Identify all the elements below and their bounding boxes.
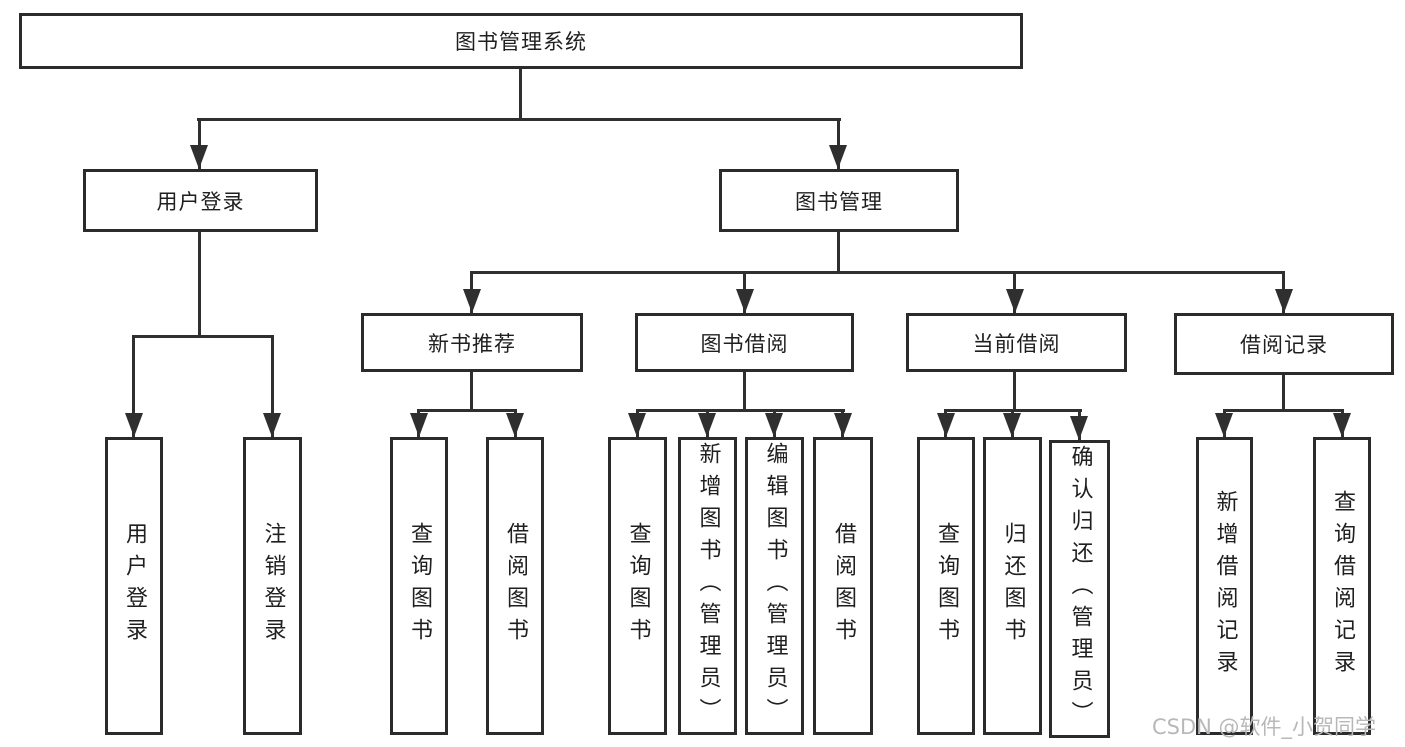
node-borrow-records-label: 借阅记录 (1240, 333, 1328, 357)
node-current-borrow-label: 当前借阅 (972, 331, 1061, 356)
connector-line (837, 232, 840, 273)
connector-line (198, 118, 201, 169)
arrow-down-icon (937, 413, 955, 437)
arrow-down-icon (1275, 289, 1293, 313)
leaf-return-book: 归还图书 (983, 437, 1042, 735)
connector-line (837, 118, 840, 169)
connector-line (132, 335, 135, 437)
leaf-query-books-recommend: 查询图书 (390, 437, 448, 735)
leaf-query-books-recommend-label: 查询图书 (407, 522, 432, 650)
arrow-down-icon (410, 413, 428, 437)
leaf-user-login: 用户登录 (105, 437, 163, 735)
node-root: 图书管理系统 (19, 13, 1023, 69)
arrow-down-icon (1003, 413, 1021, 437)
leaf-confirm-return-admin-label: 确认归还（管理员） (1067, 445, 1093, 733)
leaf-edit-book-admin: 编辑图书（管理员） (745, 437, 804, 735)
arrow-down-icon (698, 413, 716, 437)
arrow-down-icon (463, 289, 481, 313)
arrow-down-icon (1070, 416, 1088, 440)
leaf-query-borrow-record-label: 查询借阅记录 (1330, 490, 1355, 682)
connector-line (417, 409, 517, 412)
connector-line (132, 335, 274, 338)
leaf-borrow-books-recommend: 借阅图书 (486, 437, 544, 735)
node-root-label: 图书管理系统 (455, 30, 587, 54)
leaf-query-books-borrow: 查询图书 (608, 437, 667, 735)
connector-line (470, 271, 1285, 274)
connector-line (636, 409, 845, 412)
arrow-down-icon (834, 413, 852, 437)
connector-line (1282, 375, 1285, 411)
connector-line (743, 372, 746, 411)
leaf-edit-book-admin-label: 编辑图书（管理员） (762, 442, 788, 730)
leaf-query-books-current-label: 查询图书 (934, 522, 959, 650)
leaf-add-book-admin: 新增图书（管理员） (678, 437, 737, 735)
node-new-book-recommend: 新书推荐 (361, 313, 583, 372)
node-user-login-label: 用户登录 (156, 189, 245, 214)
arrow-down-icon (125, 413, 143, 437)
leaf-query-books-current: 查询图书 (917, 437, 975, 735)
arrow-down-icon (190, 145, 208, 169)
leaf-add-borrow-record-label: 新增借阅记录 (1212, 490, 1238, 682)
leaf-logout: 注销登录 (243, 437, 302, 735)
leaf-borrow-books-borrow: 借阅图书 (813, 437, 873, 735)
arrow-down-icon (829, 145, 847, 169)
node-book-management: 图书管理 (719, 169, 959, 232)
node-book-management-label: 图书管理 (795, 189, 883, 214)
connector-line (1223, 409, 1344, 412)
node-current-borrow: 当前借阅 (906, 313, 1127, 372)
connector-line (470, 372, 473, 411)
leaf-logout-label: 注销登录 (260, 522, 286, 650)
leaf-query-borrow-record: 查询借阅记录 (1313, 437, 1371, 735)
leaf-user-login-label: 用户登录 (122, 522, 147, 650)
arrow-down-icon (263, 413, 281, 437)
leaf-add-book-admin-label: 新增图书（管理员） (695, 442, 721, 730)
arrow-down-icon (506, 413, 524, 437)
leaf-borrow-books-recommend-label: 借阅图书 (503, 522, 528, 650)
leaf-confirm-return-admin: 确认归还（管理员） (1049, 440, 1110, 738)
leaf-return-book-label: 归还图书 (1000, 522, 1026, 650)
arrow-down-icon (1006, 289, 1024, 313)
connector-line (197, 118, 841, 121)
node-borrow-records: 借阅记录 (1174, 313, 1394, 375)
leaf-borrow-books-borrow-label: 借阅图书 (831, 522, 856, 650)
connector-line (198, 232, 201, 337)
arrow-down-icon (1215, 413, 1233, 437)
arrow-down-icon (736, 289, 754, 313)
node-book-borrow: 图书借阅 (635, 313, 854, 372)
connector-line (1013, 372, 1016, 411)
connector-line (519, 69, 522, 121)
arrow-down-icon (765, 413, 783, 437)
node-user-login: 用户登录 (83, 169, 318, 232)
node-book-borrow-label: 图书借阅 (700, 331, 789, 356)
leaf-query-books-borrow-label: 查询图书 (625, 522, 651, 650)
leaf-add-borrow-record: 新增借阅记录 (1196, 437, 1253, 735)
arrow-down-icon (1333, 413, 1351, 437)
arrow-down-icon (628, 413, 646, 437)
watermark: CSDN @软件_小贺同学 (1152, 715, 1377, 739)
node-new-book-recommend-label: 新书推荐 (428, 331, 516, 356)
connector-line (271, 335, 274, 437)
